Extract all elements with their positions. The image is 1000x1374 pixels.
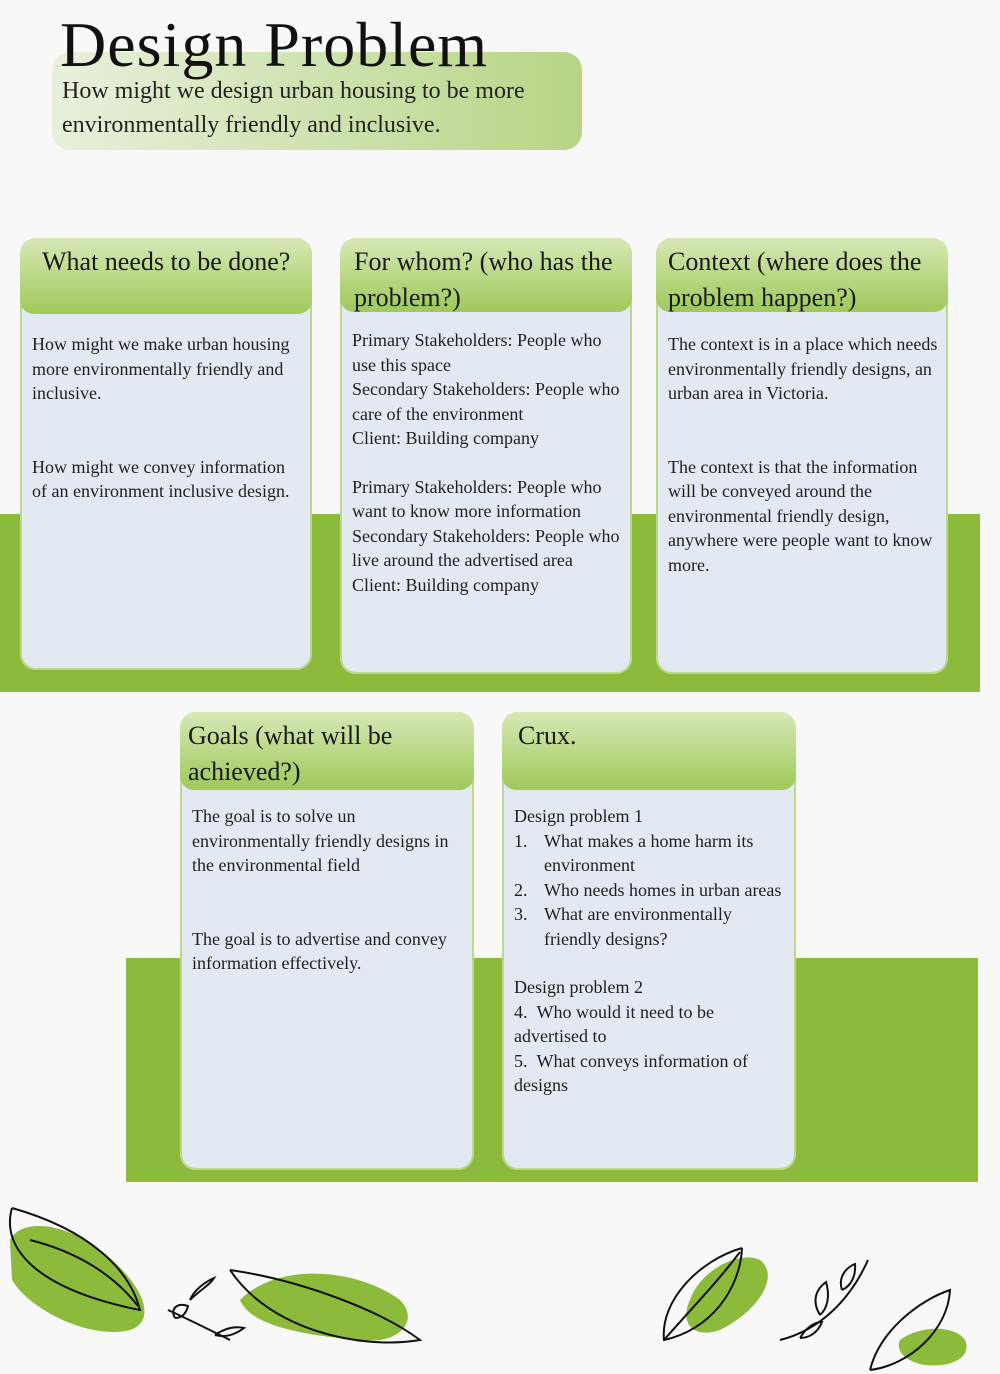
- design-problem-2-label: Design problem 2: [514, 977, 643, 997]
- small-leaf: [839, 1262, 857, 1291]
- card-crux: Crux. Design problem 1 1. What makes a h…: [502, 712, 796, 1170]
- list-text: Who would it need to be advertised to: [514, 1001, 714, 1047]
- card-header: [502, 712, 796, 790]
- card-line: Primary Stakeholders: People who want to…: [352, 476, 602, 522]
- card-body: The context is in a place which needs en…: [668, 332, 938, 577]
- card-paragraph: The context is that the information will…: [668, 456, 933, 575]
- card-paragraph: How might we convey information of an en…: [32, 456, 290, 502]
- card-body: Primary Stakeholders: People who use thi…: [352, 328, 622, 597]
- small-leaf: [799, 1320, 824, 1339]
- list-text: What conveys information of designs: [514, 1050, 748, 1096]
- card-title: For whom? (who has the problem?): [354, 247, 613, 312]
- card-for-whom: For whom? (who has the problem?) Primary…: [340, 238, 632, 674]
- card-title: Goals (what will be achieved?): [188, 721, 393, 786]
- card-title: Crux.: [518, 721, 577, 750]
- card-header: [180, 712, 474, 790]
- leaf-outline: [8, 1207, 142, 1312]
- card-line: Client: Building company: [352, 428, 539, 448]
- list-number: 5.: [514, 1050, 528, 1071]
- leaf-decoration: [8, 1207, 967, 1371]
- page-subtitle: How might we design urban housing to be …: [62, 78, 525, 138]
- list-number: 4.: [514, 1001, 528, 1022]
- card-title: Context (where does the problem happen?): [668, 247, 922, 312]
- list-text: Who needs homes in urban areas: [544, 879, 782, 900]
- card-what-needs-to-be-done: What needs to be done? How might we make…: [20, 238, 312, 670]
- card-header: [340, 238, 632, 312]
- list-text: What makes a home harm its environment: [544, 830, 754, 876]
- leaf-outline: [229, 1269, 423, 1344]
- leaf-shape: [240, 1273, 408, 1341]
- card-line: Primary Stakeholders: People who use thi…: [352, 330, 602, 375]
- card-paragraph: The context is in a place which needs en…: [668, 334, 938, 403]
- list-number: 1.: [514, 830, 528, 851]
- list-item: 1. What makes a home harm its environmen…: [514, 829, 786, 878]
- card-header: [20, 238, 312, 314]
- small-leaf: [214, 1326, 247, 1338]
- card-body: The goal is to solve un environmentally …: [192, 804, 464, 976]
- subtitle-box: [52, 52, 582, 150]
- list-item: 2. Who needs homes in urban areas: [514, 878, 786, 903]
- leaf-vein: [663, 1251, 741, 1341]
- page-title: Design Problem: [60, 9, 489, 80]
- small-leaf: [189, 1275, 217, 1301]
- card-header: [656, 238, 948, 312]
- leaf-outline: [869, 1288, 952, 1371]
- small-leaf: [172, 1304, 190, 1319]
- card-context: Context (where does the problem happen?)…: [656, 238, 948, 674]
- card-paragraph: How might we make urban housing more env…: [32, 334, 290, 403]
- list-number: 2.: [514, 879, 528, 900]
- card-goals: Goals (what will be achieved?) The goal …: [180, 712, 474, 1170]
- card-line: Secondary Stakeholders: People who care …: [352, 379, 620, 424]
- card-line: Client: Building company: [352, 574, 539, 595]
- leaf-shape: [10, 1226, 145, 1332]
- card-title: What needs to be done?: [42, 247, 291, 276]
- card-paragraph: The goal is to solve un environmentally …: [192, 806, 449, 875]
- leaf-vein: [29, 1239, 139, 1307]
- list-number: 3.: [514, 904, 528, 924]
- card-body: How might we make urban housing more env…: [32, 332, 298, 504]
- list-item: 5. What conveys information of designs: [514, 1049, 786, 1098]
- list-item: 4. Who would it need to be advertised to: [514, 1000, 786, 1049]
- list-text: What are environmentally friendly design…: [544, 904, 732, 949]
- card-line: Secondary Stakeholders: People who live …: [352, 525, 620, 571]
- card-body: Design problem 1 1. What makes a home ha…: [514, 804, 786, 1098]
- design-problem-1-label: Design problem 1: [514, 806, 643, 826]
- small-leaf: [814, 1280, 829, 1316]
- card-paragraph: The goal is to advertise and convey info…: [192, 928, 447, 974]
- branch-line: [779, 1259, 869, 1341]
- list-item: 3. What are environmentally friendly des…: [514, 902, 786, 951]
- leaf-shape: [898, 1328, 967, 1366]
